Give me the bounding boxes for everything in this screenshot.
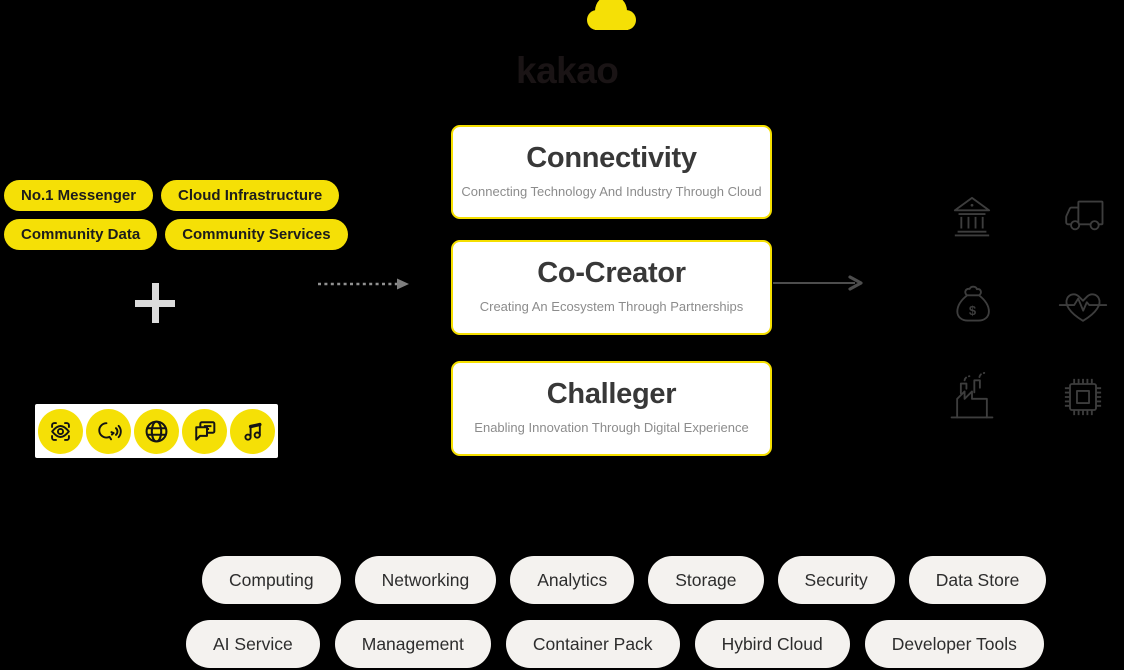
industry-icon-grid: $ xyxy=(946,189,1109,423)
card-title: Co-Creator xyxy=(537,257,686,289)
service-security: Security xyxy=(777,556,895,604)
service-container-pack: Container Pack xyxy=(505,620,680,668)
globe-icon xyxy=(134,408,179,454)
card-challeger: Challeger Enabling Innovation Through Di… xyxy=(451,361,772,456)
strength-badges: No.1 Messenger Cloud Infrastructure Comm… xyxy=(4,180,348,250)
service-storage: Storage xyxy=(648,556,764,604)
card-subtitle: Enabling Innovation Through Digital Expe… xyxy=(474,420,749,435)
card-connectivity: Connectivity Connecting Technology And I… xyxy=(451,125,772,219)
svg-text:$: $ xyxy=(969,303,977,318)
brand-wordmark: kakao xyxy=(516,50,619,91)
cpu-chip-icon xyxy=(1064,378,1102,416)
voice-icon xyxy=(86,408,131,454)
service-computing: Computing xyxy=(202,556,341,604)
card-subtitle: Connecting Technology And Industry Throu… xyxy=(461,184,762,199)
badge-community-services: Community Services xyxy=(165,219,348,250)
service-developer-tools: Developer Tools xyxy=(864,620,1044,668)
badge-community-data: Community Data xyxy=(4,219,158,250)
eye-scan-icon xyxy=(38,408,83,454)
capability-strip xyxy=(35,404,278,458)
chat-icon xyxy=(182,408,227,454)
card-co-creator: Co-Creator Creating An Ecosystem Through… xyxy=(451,240,772,335)
delivery-truck-icon xyxy=(1065,200,1104,231)
service-row-2: AI Service Management Container Pack Hyb… xyxy=(186,620,1044,668)
service-networking: Networking xyxy=(354,556,497,604)
card-title: Challeger xyxy=(546,378,677,410)
card-subtitle: Creating An Ecosystem Through Partnershi… xyxy=(479,299,744,314)
service-hybird-cloud: Hybird Cloud xyxy=(694,620,850,668)
factory-icon xyxy=(950,372,994,419)
card-title: Connectivity xyxy=(526,142,697,174)
service-management: Management xyxy=(334,620,491,668)
money-bag-icon: $ xyxy=(956,285,990,322)
service-row-1: Computing Networking Analytics Storage S… xyxy=(202,556,1047,604)
dotted-arrow xyxy=(318,278,409,290)
service-analytics: Analytics xyxy=(510,556,635,604)
music-note-icon xyxy=(230,408,275,454)
badge-messenger: No.1 Messenger xyxy=(4,180,154,211)
solid-arrow xyxy=(773,275,863,291)
cloud-icon xyxy=(587,0,636,30)
service-data-store: Data Store xyxy=(908,556,1047,604)
service-ai-service: AI Service xyxy=(186,620,320,668)
badge-cloud-infrastructure: Cloud Infrastructure xyxy=(161,180,340,211)
plus-icon xyxy=(135,283,175,323)
heart-pulse-icon xyxy=(1058,293,1108,322)
bank-icon xyxy=(953,196,991,237)
